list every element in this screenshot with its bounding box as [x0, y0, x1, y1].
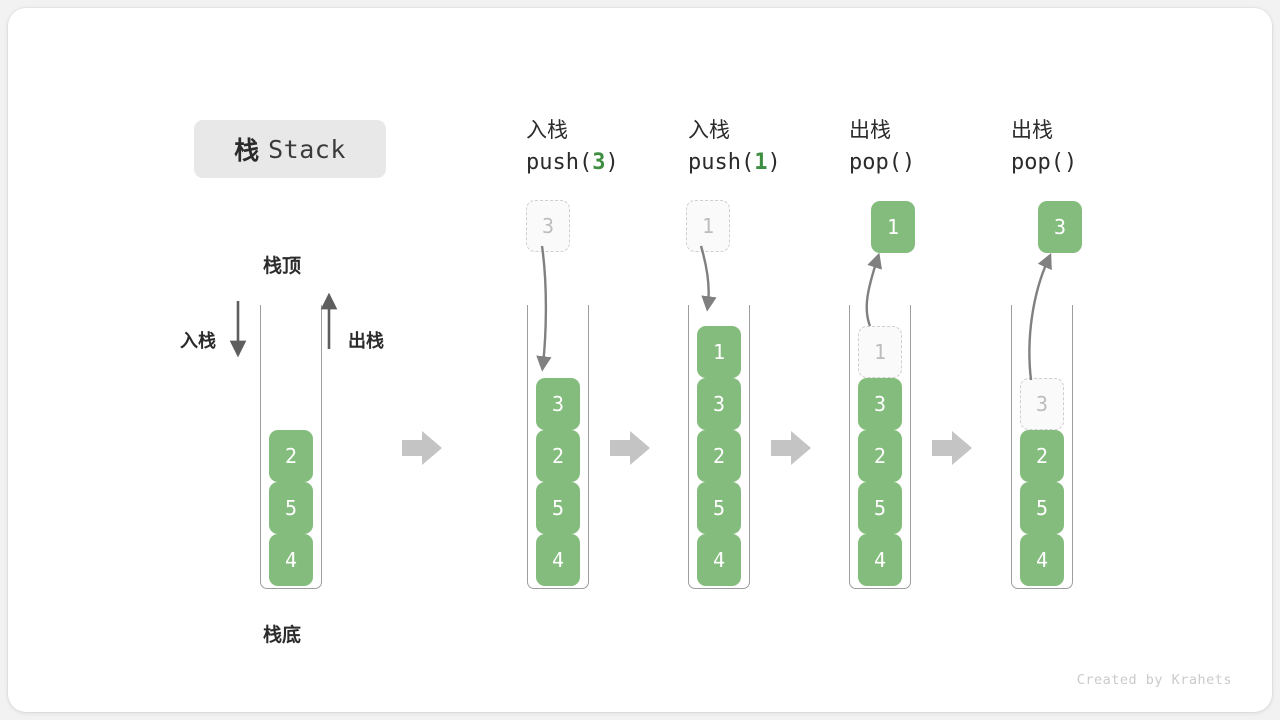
stack-cell: 1	[697, 326, 741, 378]
stage-header-cn: 入栈	[688, 119, 730, 142]
stack-cells-initial: 4 5 2	[260, 430, 322, 586]
flow-arrow	[932, 431, 972, 465]
flow-arrow	[771, 431, 811, 465]
stack-cell: 3	[858, 378, 902, 430]
push-direction-label: 入栈	[180, 331, 216, 351]
stack-cell: 2	[858, 430, 902, 482]
stack-cell: 4	[1020, 534, 1064, 586]
diagram-title: 栈 Stack	[194, 120, 386, 178]
stack-cell-ghost: 3	[1020, 378, 1064, 430]
stack-cell: 2	[269, 430, 313, 482]
credit-text: Created by Krahets	[1076, 672, 1232, 688]
stack-cell: 5	[536, 482, 580, 534]
push-1-motion-arrow	[699, 245, 717, 312]
stack-cell: 5	[269, 482, 313, 534]
code-argument: 3	[592, 150, 606, 175]
stack-cell: 4	[536, 534, 580, 586]
stack-bottom-label: 栈底	[263, 625, 302, 646]
flow-arrow	[610, 431, 650, 465]
title-english: Stack	[268, 134, 346, 164]
stack-before-pop-1: 4 5 2 3 1	[849, 305, 911, 589]
stack-before-pop-3: 4 5 2 3	[1011, 305, 1073, 589]
stack-cell: 4	[697, 534, 741, 586]
floating-box-push-3: 3	[526, 200, 570, 252]
stage-header-code: pop()	[1011, 150, 1078, 175]
floating-box-pop-1: 1	[871, 201, 915, 253]
stage-header-cn: 入栈	[526, 119, 568, 142]
stack-cell: 2	[536, 430, 580, 482]
stage-header-pop-1: 出栈 pop()	[849, 116, 1019, 180]
stage-header-cn: 出栈	[1011, 119, 1053, 142]
stage-header-code: push(1)	[688, 150, 781, 175]
stack-initial: 4 5 2	[260, 305, 322, 589]
stage-header-code: pop()	[849, 150, 916, 175]
stage-header-push-1: 入栈 push(1)	[688, 116, 858, 180]
stack-after-push-3: 4 5 2 3	[527, 305, 589, 589]
stack-cell: 4	[269, 534, 313, 586]
arrows-overlay	[229, 245, 1052, 465]
title-chinese: 栈	[234, 137, 260, 165]
stage-header-push-3: 入栈 push(3)	[526, 116, 696, 180]
stack-cells-pop-1: 4 5 2 3 1	[849, 326, 911, 586]
stack-cells-pop-3: 4 5 2 3	[1011, 378, 1073, 586]
stack-cells-push-1: 4 5 2 3 1	[688, 326, 750, 586]
stack-after-push-1: 4 5 2 3 1	[688, 305, 750, 589]
floating-box-pop-3: 3	[1038, 201, 1082, 253]
floating-box-push-1: 1	[686, 200, 730, 252]
stack-cell: 2	[697, 430, 741, 482]
pop-direction-label: 出栈	[348, 331, 384, 351]
stack-cell-ghost: 1	[858, 326, 902, 378]
flow-arrow	[402, 431, 442, 465]
stack-cell: 5	[697, 482, 741, 534]
stage-header-cn: 出栈	[849, 119, 891, 142]
stack-cell: 4	[858, 534, 902, 586]
stack-cell: 5	[858, 482, 902, 534]
stage-header-pop-3: 出栈 pop()	[1011, 116, 1181, 180]
stage-header-code: push(3)	[526, 150, 619, 175]
stack-cells-push-3: 4 5 2 3	[527, 378, 589, 586]
stack-cell: 2	[1020, 430, 1064, 482]
diagram-card: 栈 Stack 栈顶 栈底 入栈 出栈 4 5 2 入栈 push(3) 3 4…	[8, 8, 1272, 712]
stack-cell: 5	[1020, 482, 1064, 534]
code-argument: 1	[754, 150, 768, 175]
stack-cell: 3	[697, 378, 741, 430]
stack-top-label: 栈顶	[263, 256, 302, 277]
stack-cell: 3	[536, 378, 580, 430]
